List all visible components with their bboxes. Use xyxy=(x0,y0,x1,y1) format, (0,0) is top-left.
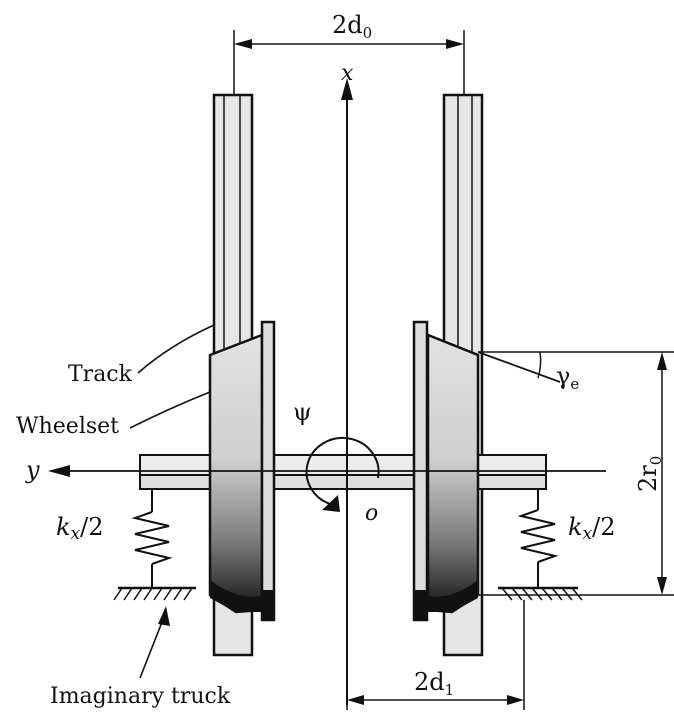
dim-2d1-sub: 1 xyxy=(445,681,455,699)
dimension-2d0 xyxy=(233,30,465,95)
cone-angle-symbol: γ xyxy=(556,362,570,390)
track-label: Track xyxy=(68,362,133,387)
cone-angle-indicator xyxy=(477,351,561,383)
dimension-2d1 xyxy=(346,600,525,710)
dimension-2r0 xyxy=(478,351,674,596)
yaw-rotation-arrow xyxy=(305,436,380,512)
right-spring-label: kx/2 xyxy=(568,513,616,544)
dim-2r0-sub: 0 xyxy=(647,456,665,466)
yaw-label: ψ xyxy=(293,398,312,426)
right-spring-sub: x xyxy=(583,524,593,544)
leader-lines xyxy=(129,324,215,679)
dimension-2d1-label: 2d1 xyxy=(414,668,454,699)
right-spring-k: k xyxy=(568,513,583,541)
left-spring-tail: /2 xyxy=(80,513,103,541)
left-spring xyxy=(113,488,196,601)
right-wheel xyxy=(412,320,480,622)
left-spring-label: kx/2 xyxy=(56,513,104,544)
left-spring-sub: x xyxy=(71,524,81,544)
right-spring xyxy=(498,488,583,601)
dimension-2d0-label: 2d0 xyxy=(332,11,372,42)
axle xyxy=(139,454,547,490)
dim-2r0-main: 2r xyxy=(634,465,662,492)
dimension-2r0-label: 2r0 xyxy=(634,456,665,492)
imaginary-truck-label: Imaginary truck xyxy=(50,684,231,709)
left-spring-k: k xyxy=(56,513,71,541)
cone-angle-label: γe xyxy=(556,362,579,393)
y-axis xyxy=(48,465,606,477)
x-axis-label: x xyxy=(341,61,354,86)
cone-angle-subscript: e xyxy=(570,375,579,393)
right-spring-tail: /2 xyxy=(592,513,615,541)
y-axis-label: y xyxy=(25,456,40,484)
dim-2d1-main: 2d xyxy=(414,668,445,696)
origin-label: o xyxy=(365,501,378,526)
dim-2d0-sub: 0 xyxy=(363,24,373,42)
wheelset-label: Wheelset xyxy=(16,414,119,439)
dim-2d0-main: 2d xyxy=(332,11,363,39)
